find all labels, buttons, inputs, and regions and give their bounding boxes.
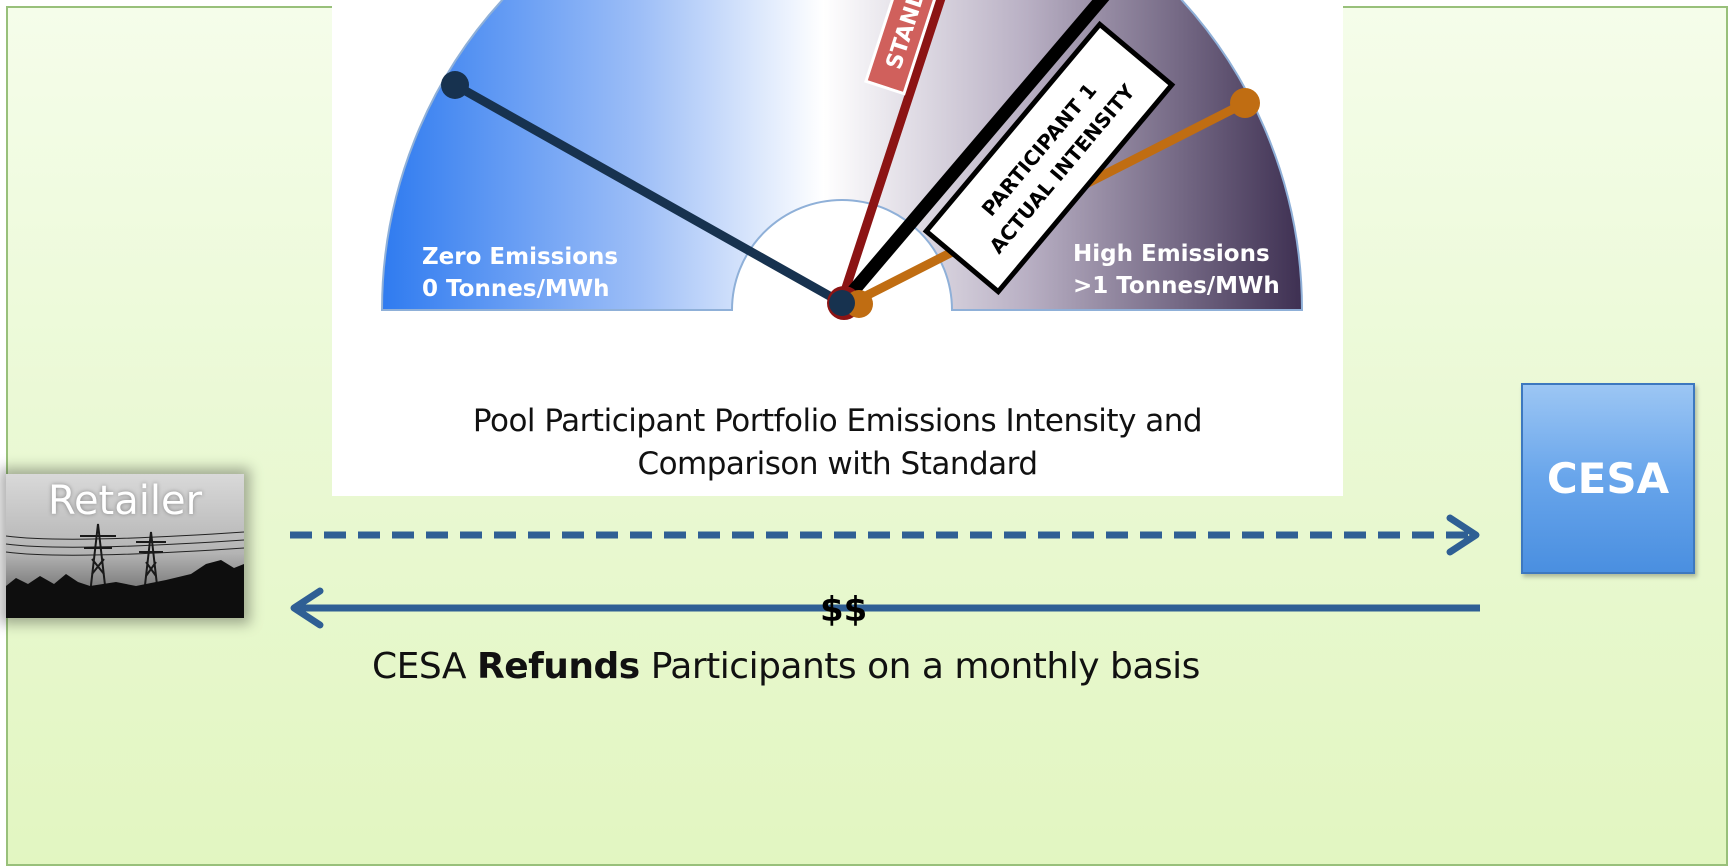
treeline [6,560,244,618]
money-label: $$ [820,590,868,630]
zero-emissions-label: Zero Emissions 0 Tonnes/MWh [422,241,618,305]
participant-needle [838,0,1110,308]
retailer-box: Retailer [6,474,244,618]
emissions-gauge: STAND PARTICIPANT 1 ACTUAL INTENSITY [380,0,1304,320]
retailer-label: Retailer [47,478,203,524]
refund-bold: Refunds [476,646,640,687]
high-emissions-value: >1 Tonnes/MWh [1073,273,1280,299]
needle-hub-center [829,290,855,316]
gauge-caption-line2: Comparison with Standard [637,446,1038,482]
refund-description: CESA Refunds Participants on a monthly b… [372,646,1200,687]
refund-arrow-head [290,587,324,629]
refund-suffix: Participants on a monthly basis [650,646,1201,687]
pylon-right [136,531,166,595]
zero-emissions-value: 0 Tonnes/MWh [422,276,610,302]
gauge-caption: Pool Participant Portfolio Emissions Int… [332,400,1343,486]
emissions-gauge-card: STAND PARTICIPANT 1 ACTUAL INTENSITY Zer… [332,0,1343,496]
standard-tag: STAND [864,0,938,96]
cesa-box: CESA [1521,383,1695,574]
pylon-left [80,523,116,595]
zero-needle-knob [441,71,469,99]
refund-prefix: CESA [372,646,467,687]
dashed-arrow-head [1446,514,1480,556]
high-emissions-title: High Emissions [1073,241,1270,267]
zero-emissions-needle [450,80,847,308]
high-emissions-label: High Emissions >1 Tonnes/MWh [1073,238,1280,302]
power-pylons-image [6,523,244,618]
cesa-label: CESA [1546,454,1670,503]
gauge-caption-line1: Pool Participant Portfolio Emissions Int… [472,403,1203,439]
zero-emissions-title: Zero Emissions [422,244,619,270]
standard-needle [836,0,946,305]
high-needle-knob [1230,88,1260,118]
